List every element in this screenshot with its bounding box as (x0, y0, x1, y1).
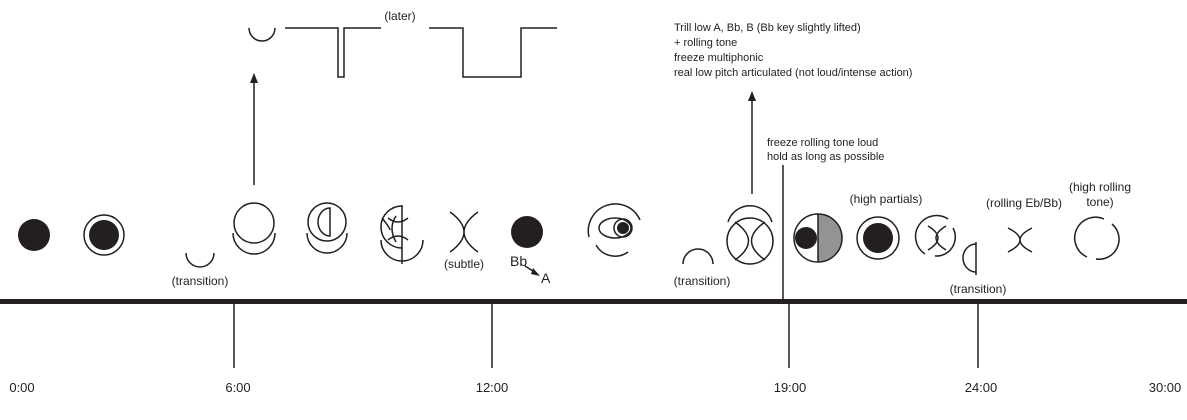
pulse-line-1 (285, 27, 381, 78)
circle-with-arc-symbol (232, 202, 276, 255)
filled-circle-symbol (18, 219, 50, 251)
label-rolling-eb-bb: (rolling Eb/Bb) (986, 196, 1062, 210)
label-a: A (541, 270, 551, 286)
tick-label-0: 0:00 (9, 380, 34, 395)
label-bb: Bb (510, 253, 527, 269)
split-crossing-symbol (380, 205, 424, 264)
half-circle-bar-symbol (962, 242, 977, 275)
arrow-head-icon (531, 268, 540, 276)
note-line: + rolling tone (674, 37, 737, 49)
label-later: (later) (384, 9, 415, 23)
label-subtle: (subtle) (444, 257, 484, 271)
small-arc-symbol (248, 27, 276, 42)
tick-label-6: 6:00 (225, 380, 250, 395)
tick-label-30: 30:00 (1149, 380, 1182, 395)
gapped-circle-crossing-symbol (914, 214, 957, 257)
transition-arc-symbol (682, 248, 714, 265)
note-line: freeze multiphonic (674, 52, 764, 64)
label-high-partials: (high partials) (850, 192, 923, 206)
note-line: Trill low A, Bb, B (Bb key slightly lift… (674, 22, 861, 34)
tick-label-24: 24:00 (965, 380, 998, 395)
circle-crossing-symbol (726, 205, 774, 265)
crossing-arcs-symbol (449, 211, 479, 253)
circle-half-arc-symbol (306, 202, 348, 254)
crossing-arcs-symbol (1007, 227, 1033, 253)
label-transition-3: (transition) (950, 282, 1007, 296)
label-high-rolling-1: (high rolling (1069, 180, 1131, 194)
arrow-head-icon (250, 73, 258, 83)
freeze-note-1: freeze rolling tone loud (767, 137, 878, 149)
label-transition-1: (transition) (172, 274, 229, 288)
trill-note: Trill low A, Bb, B (Bb key slightly lift… (674, 22, 912, 79)
tick-label-19: 19:00 (774, 380, 807, 395)
label-transition-2: (transition) (674, 274, 731, 288)
ringed-filled-circle-symbol (856, 216, 900, 260)
eye-symbol (587, 203, 641, 257)
transition-arc-symbol (185, 252, 215, 268)
filled-circle-symbol (511, 216, 543, 248)
pulse-line-2 (429, 27, 557, 78)
gapped-circle-symbol (1073, 216, 1120, 260)
label-high-rolling-2: tone) (1086, 195, 1113, 209)
note-line: real low pitch articulated (not loud/int… (674, 67, 912, 79)
arrow-head-icon (748, 91, 756, 101)
tick-label-12: 12:00 (476, 380, 509, 395)
timeline-axis (0, 299, 1187, 304)
ringed-filled-circle-symbol (83, 214, 125, 256)
half-gray-circle-symbol (793, 213, 843, 263)
freeze-note-2: hold as long as possible (767, 151, 884, 163)
timeline-ticks (233, 304, 979, 368)
